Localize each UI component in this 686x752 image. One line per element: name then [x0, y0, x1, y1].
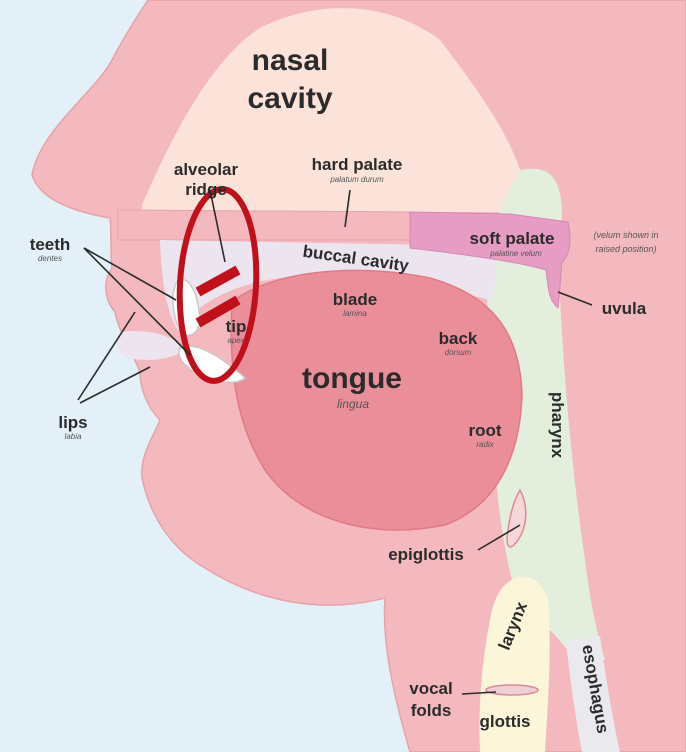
label-vocal: vocal: [409, 679, 452, 698]
label-lips-latin: labia: [65, 432, 82, 441]
nasal-cavity: [142, 8, 523, 212]
label-tip-latin: apex: [227, 336, 245, 345]
label-back-latin: dorsum: [445, 348, 472, 357]
label-teeth: teeth: [30, 235, 71, 254]
label-nasal: nasal: [252, 44, 329, 77]
pointer-teeth-lower: [83, 247, 191, 356]
larynx: [479, 576, 550, 752]
pointer-hard-palate: [344, 189, 351, 228]
pointer-alveolar: [209, 189, 226, 263]
label-velum-note-1: (velum shown in: [593, 230, 658, 240]
epiglottis: [506, 488, 527, 548]
label-epiglottis: epiglottis: [388, 545, 464, 564]
label-hard-palate: hard palate: [312, 155, 403, 174]
label-root-latin: radix: [476, 440, 494, 449]
hard-palate: [117, 209, 411, 241]
vocal-folds: [485, 684, 539, 696]
label-blade: blade: [333, 290, 377, 309]
label-tongue: tongue: [302, 362, 402, 395]
label-back: back: [439, 329, 478, 348]
label-root: root: [468, 421, 501, 440]
label-soft-palate-latin: palatine velum: [489, 249, 542, 258]
pointer-vocal-folds: [461, 691, 497, 695]
pointer-lines: [77, 189, 593, 695]
highlight-mark-upper: [195, 265, 241, 297]
pointer-teeth-upper: [83, 247, 177, 301]
tongue: [230, 269, 523, 531]
buccal-cavity: [160, 240, 497, 330]
alveolar-highlight-ellipse: [176, 186, 260, 384]
highlight-mark-lower: [195, 295, 241, 328]
lip-gap: [116, 330, 185, 360]
label-tip: tip: [226, 317, 247, 336]
label-tongue-latin: lingua: [337, 397, 369, 411]
label-soft-palate: soft palate: [469, 229, 554, 248]
label-pharynx: pharynx: [548, 392, 567, 459]
label-uvula: uvula: [602, 299, 647, 318]
label-hard-palate-latin: palatum durum: [329, 175, 384, 184]
label-lips: lips: [58, 413, 87, 432]
pointer-epiglottis: [477, 524, 521, 551]
label-alveolar: alveolar: [174, 160, 239, 179]
label-teeth-latin: dentes: [38, 254, 62, 263]
pointer-lips-upper: [77, 311, 136, 401]
label-glottis: glottis: [480, 712, 531, 731]
pointer-lips-lower: [79, 366, 151, 404]
esophagus: [566, 636, 620, 752]
label-folds: folds: [411, 701, 452, 720]
label-velum-note-2: raised position): [595, 244, 656, 254]
soft-palate: [409, 211, 571, 309]
label-cavity: cavity: [247, 82, 332, 115]
label-blade-latin: lamina: [343, 309, 367, 318]
label-ridge: ridge: [185, 180, 227, 199]
pointer-uvula: [557, 291, 593, 306]
